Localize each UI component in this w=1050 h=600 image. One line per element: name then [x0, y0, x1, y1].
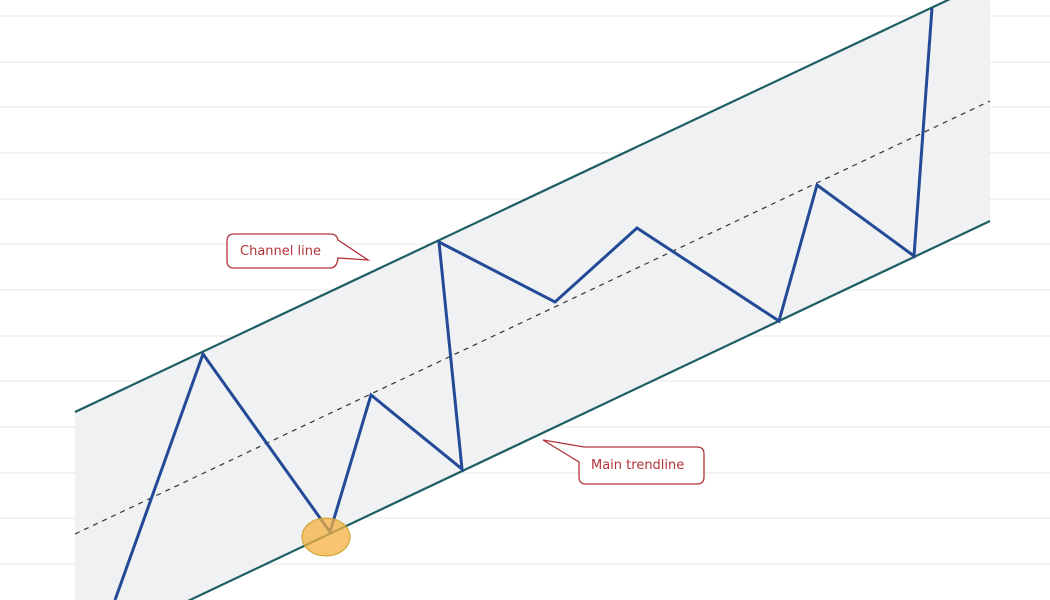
callout-channel-line-box: [226, 233, 371, 269]
main-trendline: [187, 220, 991, 600]
channel-band: [75, 0, 990, 600]
channel-line: [74, 0, 951, 413]
callout-channel-line: Channel line: [226, 233, 371, 269]
callout-channel-line-text: Channel line: [240, 244, 321, 259]
price-line: [113, 7, 934, 600]
callout-main-trendline-box: [542, 439, 705, 485]
callout-main-trendline: Main trendline: [542, 439, 705, 485]
callout-main-trendline-text: Main trendline: [591, 458, 684, 473]
channel-midline: [74, 100, 991, 535]
touch-point-highlight: [301, 517, 351, 557]
